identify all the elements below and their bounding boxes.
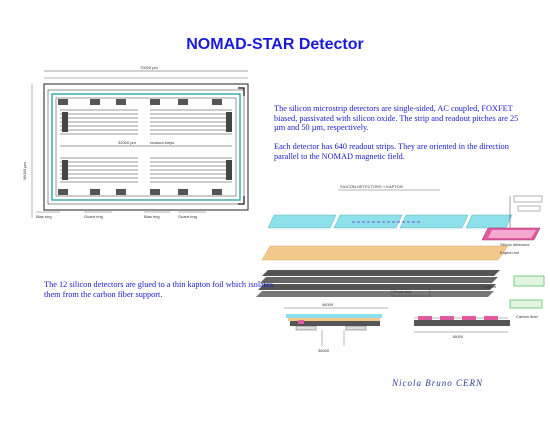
description-paragraph-3: The 12 silicon detectors are glued to a …: [44, 280, 274, 299]
cross-section: 46000 36000 16000: [284, 302, 510, 353]
gray-label: Support: [482, 284, 497, 289]
page-title: NOMAD-STAR Detector: [186, 36, 364, 53]
exploded-view: SILICON DETECTORS + KAPTON Silicon detec…: [256, 184, 545, 353]
overall-dim-label: 70000 µm: [140, 65, 159, 70]
readout-strips-label: readout strips: [150, 140, 174, 145]
orange-label: Kapton foil: [500, 250, 519, 255]
green-label: Carbon fiber: [516, 314, 539, 319]
strip-dim-label: 32000 µm: [118, 140, 137, 145]
bottom-label-1: Guard ring: [84, 214, 103, 219]
dim-2: 16000: [452, 334, 464, 339]
dim-1: 36000: [318, 348, 330, 353]
carbon-fiber: Support Carbon fiber: [482, 275, 545, 319]
bottom-label-2: Bias ring: [144, 214, 160, 219]
front-label: Front-end: [394, 289, 411, 294]
height-dim-label: 36000 µm: [22, 161, 27, 180]
dim-0: 46000: [322, 302, 334, 307]
bottom-label-0: Bias ring: [36, 214, 52, 219]
pink-label: Silicon detectors: [500, 242, 529, 247]
description-paragraph-1: The silicon microstrip detectors are sin…: [274, 104, 519, 133]
exploded-header: SILICON DETECTORS + KAPTON: [340, 184, 403, 189]
silicon-layer: Silicon detectors: [267, 195, 543, 247]
description-paragraph-2: Each detector has 640 readout strips. Th…: [274, 142, 509, 161]
signature-text: Nicola Bruno CERN: [392, 378, 483, 388]
bottom-label-3: Guard ring: [178, 214, 197, 219]
support-layer: Front-end: [256, 270, 500, 297]
detector-plan-view: 70000 µm 36000 µm: [22, 65, 249, 219]
kapton-layer: [261, 245, 509, 261]
